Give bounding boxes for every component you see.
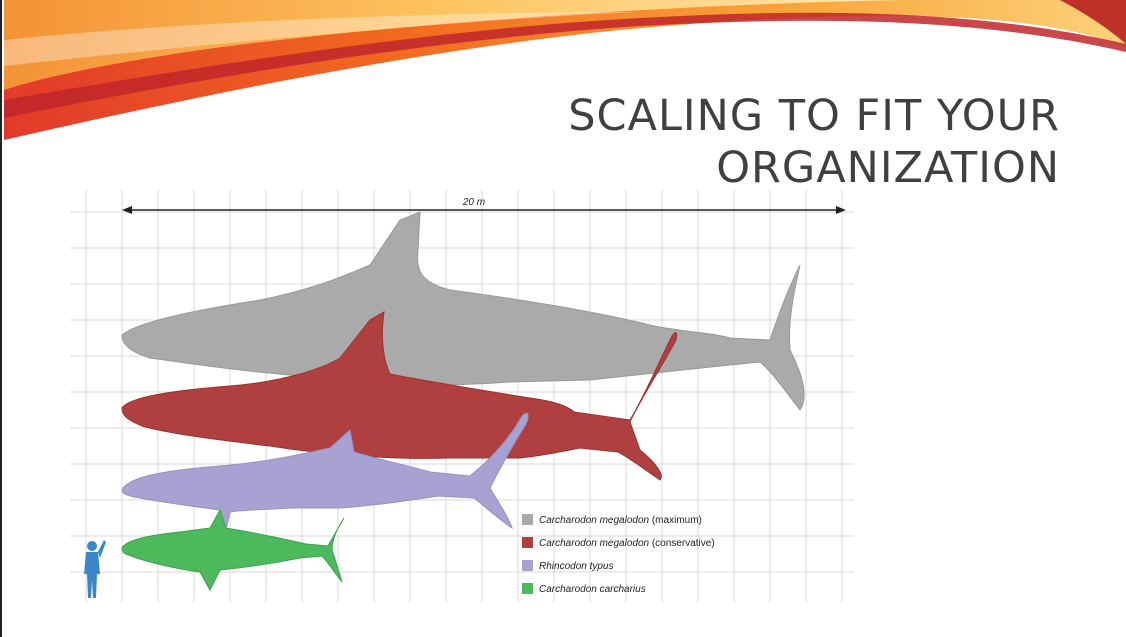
shark-megalodon-conservative: [121, 311, 678, 481]
legend-swatch: [522, 583, 533, 594]
decorative-swoosh: [4, 0, 1126, 140]
legend-item: Carcharodon carcharius: [522, 583, 646, 595]
slide-title: SCALING TO FIT YOUR ORGANIZATION: [568, 90, 1060, 194]
shark-great-white: [121, 508, 345, 592]
svg-text:Carcharodon megalodon (conserv: Carcharodon megalodon (conservative): [539, 538, 715, 549]
scale-label: 20 m: [462, 197, 485, 208]
title-line-1: SCALING TO FIT YOUR: [568, 91, 1060, 141]
legend-item: Carcharodon megalodon (conservative): [522, 537, 715, 549]
legend-note: (maximum): [649, 515, 702, 526]
human-silhouette: [84, 540, 106, 598]
legend: Carcharodon megalodon (maximum) Carcharo…: [522, 514, 715, 595]
svg-text:Carcharodon megalodon (maximum: Carcharodon megalodon (maximum): [539, 515, 702, 526]
svg-text:Carcharodon carcharius: Carcharodon carcharius: [539, 584, 646, 595]
legend-swatch: [522, 560, 533, 571]
legend-species: Carcharodon megalodon: [539, 538, 650, 549]
svg-text:Rhincodon typus: Rhincodon typus: [539, 561, 614, 572]
legend-item: Carcharodon megalodon (maximum): [522, 514, 702, 526]
legend-swatch: [522, 537, 533, 548]
legend-swatch: [522, 514, 533, 525]
scale-arrow: [122, 206, 846, 214]
legend-species: Carcharodon megalodon: [539, 515, 650, 526]
title-line-2: ORGANIZATION: [716, 143, 1060, 193]
legend-item: Rhincodon typus: [522, 560, 614, 572]
shark-whale-shark: [121, 412, 529, 532]
legend-species: Carcharodon carcharius: [539, 584, 646, 595]
legend-note: (conservative): [649, 538, 715, 549]
shark-size-diagram: 20 m Carcharodon megalodon (maximum) Car…: [70, 190, 854, 602]
legend-species: Rhincodon typus: [539, 561, 614, 572]
